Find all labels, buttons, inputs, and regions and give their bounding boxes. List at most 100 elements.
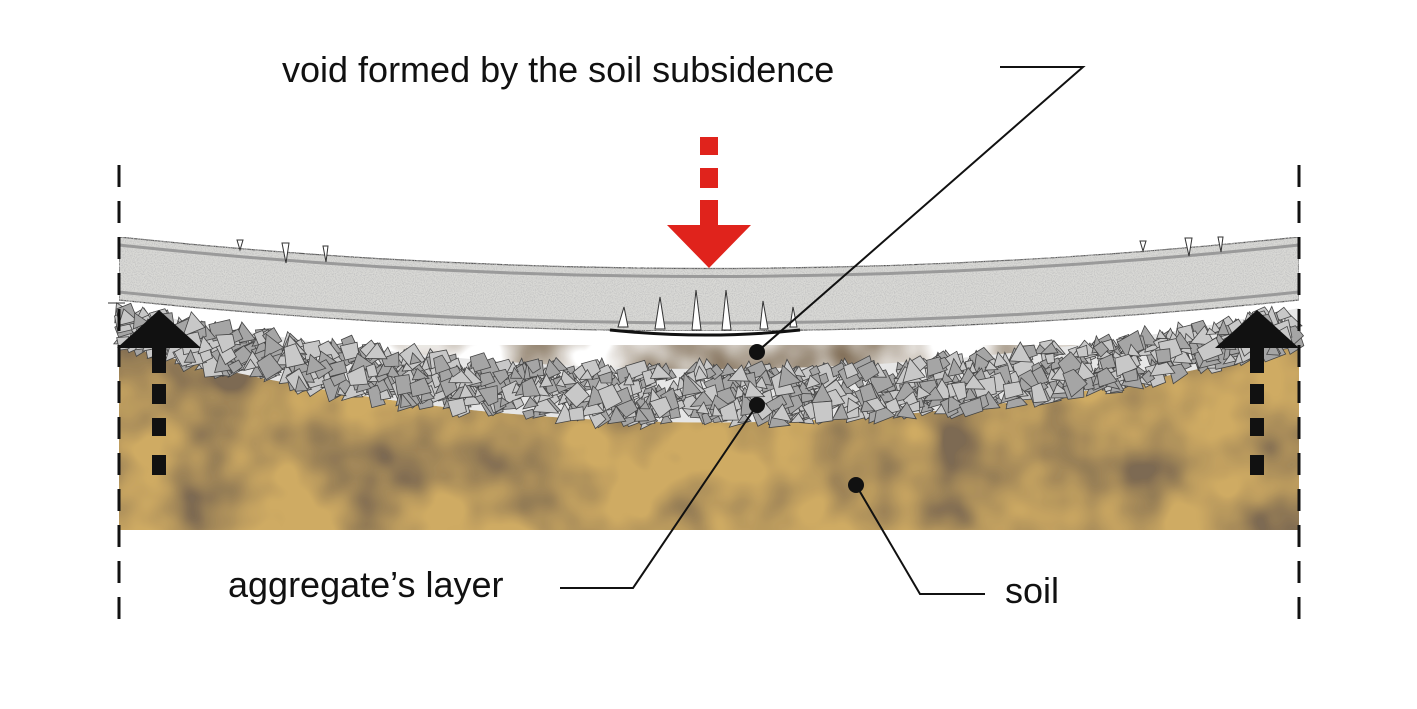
aggregate-stone [539, 372, 554, 388]
aggregate-stone [521, 377, 541, 398]
aggregate-stone [859, 382, 878, 403]
soil-layer [119, 345, 1299, 530]
aggregate-stones [112, 302, 1305, 431]
aggregate-stone [846, 397, 862, 414]
aggregate-stone [568, 406, 585, 422]
aggregate-stone [607, 405, 627, 425]
aggregate-stone [522, 408, 535, 420]
aggregate-stone [264, 333, 285, 358]
aggregate-stone [579, 396, 605, 418]
aggregate-stone [727, 364, 750, 382]
load-arrow-icon [667, 137, 751, 268]
aggregate-stone [623, 372, 635, 386]
aggregate-stone [433, 354, 451, 375]
aggregate-stone [578, 368, 594, 380]
aggregate-stone [329, 372, 347, 387]
void-leader-line [756, 66, 1086, 353]
aggregate-stone [1096, 367, 1118, 388]
void-marker-dot [749, 344, 765, 360]
aggregate-stone [916, 385, 932, 401]
aggregate-stone [659, 411, 673, 425]
left-reaction-arrow-icon [117, 310, 201, 475]
rebar-top [118, 243, 1300, 278]
aggregate-stone [337, 386, 347, 397]
aggregate-stone [712, 403, 723, 417]
aggregate-stone [950, 381, 968, 402]
aggregate-stone [409, 351, 422, 365]
aggregate-stone [958, 396, 984, 418]
aggregate-stone [963, 374, 986, 390]
cracks [236, 236, 1224, 331]
aggregate-stone [805, 374, 821, 390]
aggregate-stone [400, 392, 413, 408]
aggregate-stone [984, 360, 999, 371]
aggregate-stone [992, 351, 1008, 369]
aggregate-stone [718, 362, 737, 378]
aggregate-stone [771, 403, 793, 423]
aggregate-stone [1205, 327, 1218, 336]
right-reaction-arrow-icon [1215, 310, 1299, 475]
aggregate-stone [1121, 368, 1139, 383]
aggregate-stone [1062, 368, 1088, 398]
aggregate-stone [625, 359, 649, 380]
aggregate-stone [294, 375, 309, 392]
aggregate-stone [118, 308, 139, 326]
aggregate-stone [511, 397, 525, 410]
aggregate-stone [363, 342, 388, 360]
aggregate-stone [947, 394, 966, 414]
aggregate-stone [1222, 353, 1237, 365]
aggregate-stone [719, 401, 739, 421]
aggregate-stone [753, 376, 768, 390]
aggregate-stone [555, 377, 567, 388]
aggregate-stone [831, 402, 849, 421]
aggregate-stone [1002, 381, 1024, 400]
aggregate-stone [860, 398, 876, 413]
aggregate-stone [856, 360, 880, 383]
aggregate-stone [305, 353, 327, 376]
aggregate-stone [339, 341, 360, 361]
aggregate-stone [1092, 341, 1110, 358]
aggregate-stone [1039, 342, 1059, 355]
aggregate-stone [522, 396, 539, 410]
aggregate-stone [580, 359, 601, 380]
aggregate-stone [215, 333, 236, 354]
aggregate-stone [346, 365, 369, 386]
aggregate-stone [682, 372, 702, 397]
aggregate-stone [597, 383, 623, 411]
aggregate-stone [256, 352, 284, 381]
concrete-slab [118, 236, 1300, 337]
aggregate-stone [705, 367, 717, 380]
aggregate-stone [843, 362, 859, 380]
aggregate-stone [744, 380, 766, 398]
aggregate-stone [765, 394, 788, 413]
aggregate-stone [563, 381, 590, 408]
aggregate-stone [641, 369, 657, 387]
aggregate-stone [1188, 341, 1201, 356]
aggregate-stone [789, 412, 806, 423]
aggregate-stone [197, 335, 214, 355]
soil-label: soil [1005, 570, 1059, 611]
aggregate-stone [559, 369, 578, 386]
aggregate-stone [1156, 329, 1168, 340]
aggregate-stone [409, 377, 432, 398]
aggregate-stone [598, 371, 613, 384]
aggregate-stone [183, 349, 197, 363]
aggregate-stone [701, 411, 713, 426]
aggregate-stone [659, 387, 680, 411]
aggregate-stone [1149, 353, 1176, 377]
aggregate-stone [132, 312, 150, 330]
aggregate-stone [947, 357, 964, 377]
aggregate-label: aggregate’s layer [228, 564, 504, 605]
aggregate-stone [884, 397, 902, 415]
aggregate-stone [649, 363, 673, 379]
aggregate-stone [479, 371, 496, 388]
aggregate-stone [1196, 337, 1224, 362]
aggregate-stone [638, 400, 651, 410]
aggregate-stone [1127, 343, 1142, 357]
aggregate-stone [1141, 369, 1156, 384]
aggregate-stone [532, 393, 560, 414]
aggregate-stone [447, 397, 467, 418]
aggregate-stone [792, 365, 806, 378]
